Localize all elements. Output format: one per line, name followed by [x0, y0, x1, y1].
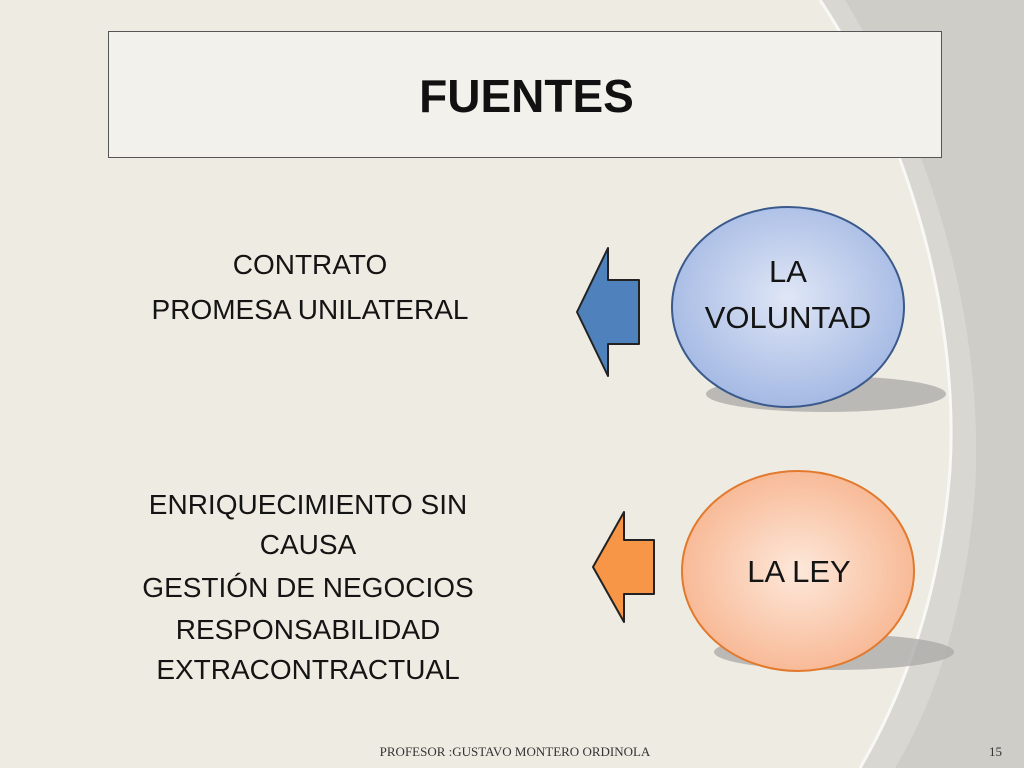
list-item-line: CAUSA	[259, 529, 357, 560]
page-number: 15	[989, 744, 1002, 759]
list-item-line: EXTRACONTRACTUAL	[156, 654, 460, 685]
list-item: PROMESA UNILATERAL	[151, 294, 469, 325]
ley-label: LA LEY	[747, 554, 851, 589]
list-item-line: RESPONSABILIDAD	[175, 614, 441, 645]
title-box	[108, 31, 942, 158]
ley-ellipse	[681, 470, 915, 672]
voluntad-arrow	[576, 247, 640, 377]
voluntad-label-line: LA	[769, 254, 807, 289]
list-item-line: ENRIQUECIMIENTO SIN	[148, 489, 468, 520]
list-item: GESTIÓN DE NEGOCIOS	[142, 572, 474, 603]
voluntad-sources-list: CONTRATO PROMESA UNILATERAL	[100, 242, 520, 332]
ley-sources-list: ENRIQUECIMIENTO SIN CAUSA GESTIÓN DE NEG…	[100, 485, 516, 690]
footer-text: PROFESOR :GUSTAVO MONTERO ORDINOLA	[379, 744, 651, 759]
voluntad-label: LA VOLUNTAD	[672, 249, 904, 341]
voluntad-label-line: VOLUNTAD	[704, 300, 872, 335]
list-item: CONTRATO	[232, 249, 388, 280]
voluntad-ellipse	[671, 206, 905, 408]
ley-arrow	[592, 511, 655, 623]
slide-title: FUENTES	[419, 70, 634, 122]
